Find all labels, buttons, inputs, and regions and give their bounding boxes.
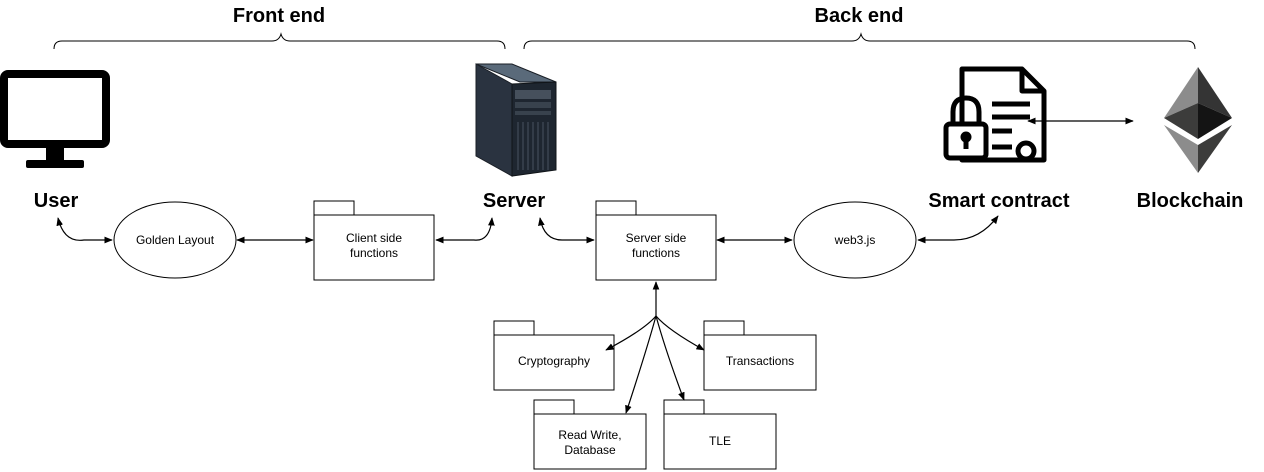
monitor-icon	[0, 70, 110, 168]
golden-layout-label: Golden Layout	[136, 233, 215, 247]
front-end-brace	[53, 32, 506, 50]
branch-to-cryptography	[605, 315, 657, 351]
server-server-side-arrow	[538, 217, 595, 244]
ethereum-icon	[1164, 67, 1232, 173]
golden-layout-node: Golden Layout	[113, 201, 237, 279]
cryptography-package: Cryptography	[493, 320, 615, 391]
web3-smart-contract-arrow	[917, 215, 999, 244]
back-end-brace	[523, 32, 1196, 50]
front-end-heading: Front end	[233, 5, 325, 27]
blockchain-label: Blockchain	[1137, 190, 1244, 212]
read-write-label-line1: Read Write,	[558, 428, 621, 442]
server-tower-icon	[475, 63, 557, 177]
branch-to-read-write	[625, 315, 657, 414]
client-side-label-line1: Client side	[346, 231, 402, 245]
client-side-label-line2: functions	[350, 246, 398, 260]
server-side-functions-package: Server side functions	[595, 200, 717, 281]
server-side-label-line1: Server side	[626, 231, 687, 245]
web3-label: web3.js	[834, 233, 876, 247]
read-write-database-package: Read Write, Database	[533, 399, 647, 470]
locked-document-icon	[943, 66, 1047, 163]
client-side-functions-package: Client side functions	[313, 200, 435, 281]
cryptography-label: Cryptography	[518, 354, 590, 368]
server-side-label-line2: functions	[632, 246, 680, 260]
web3-node: web3.js	[793, 201, 917, 279]
transactions-package: Transactions	[703, 320, 817, 391]
client-server-arrow	[435, 217, 495, 244]
tle-package: TLE	[663, 399, 777, 470]
read-write-label-line2: Database	[564, 443, 616, 457]
server-label: Server	[483, 190, 545, 212]
user-golden-layout-arrow	[56, 217, 113, 244]
branch-to-tle	[655, 315, 685, 401]
user-label: User	[34, 190, 79, 212]
smart-contract-label: Smart contract	[928, 190, 1069, 212]
back-end-heading: Back end	[815, 5, 904, 27]
branch-to-transactions	[655, 315, 705, 351]
transactions-label: Transactions	[726, 354, 794, 368]
tle-label: TLE	[709, 434, 731, 448]
